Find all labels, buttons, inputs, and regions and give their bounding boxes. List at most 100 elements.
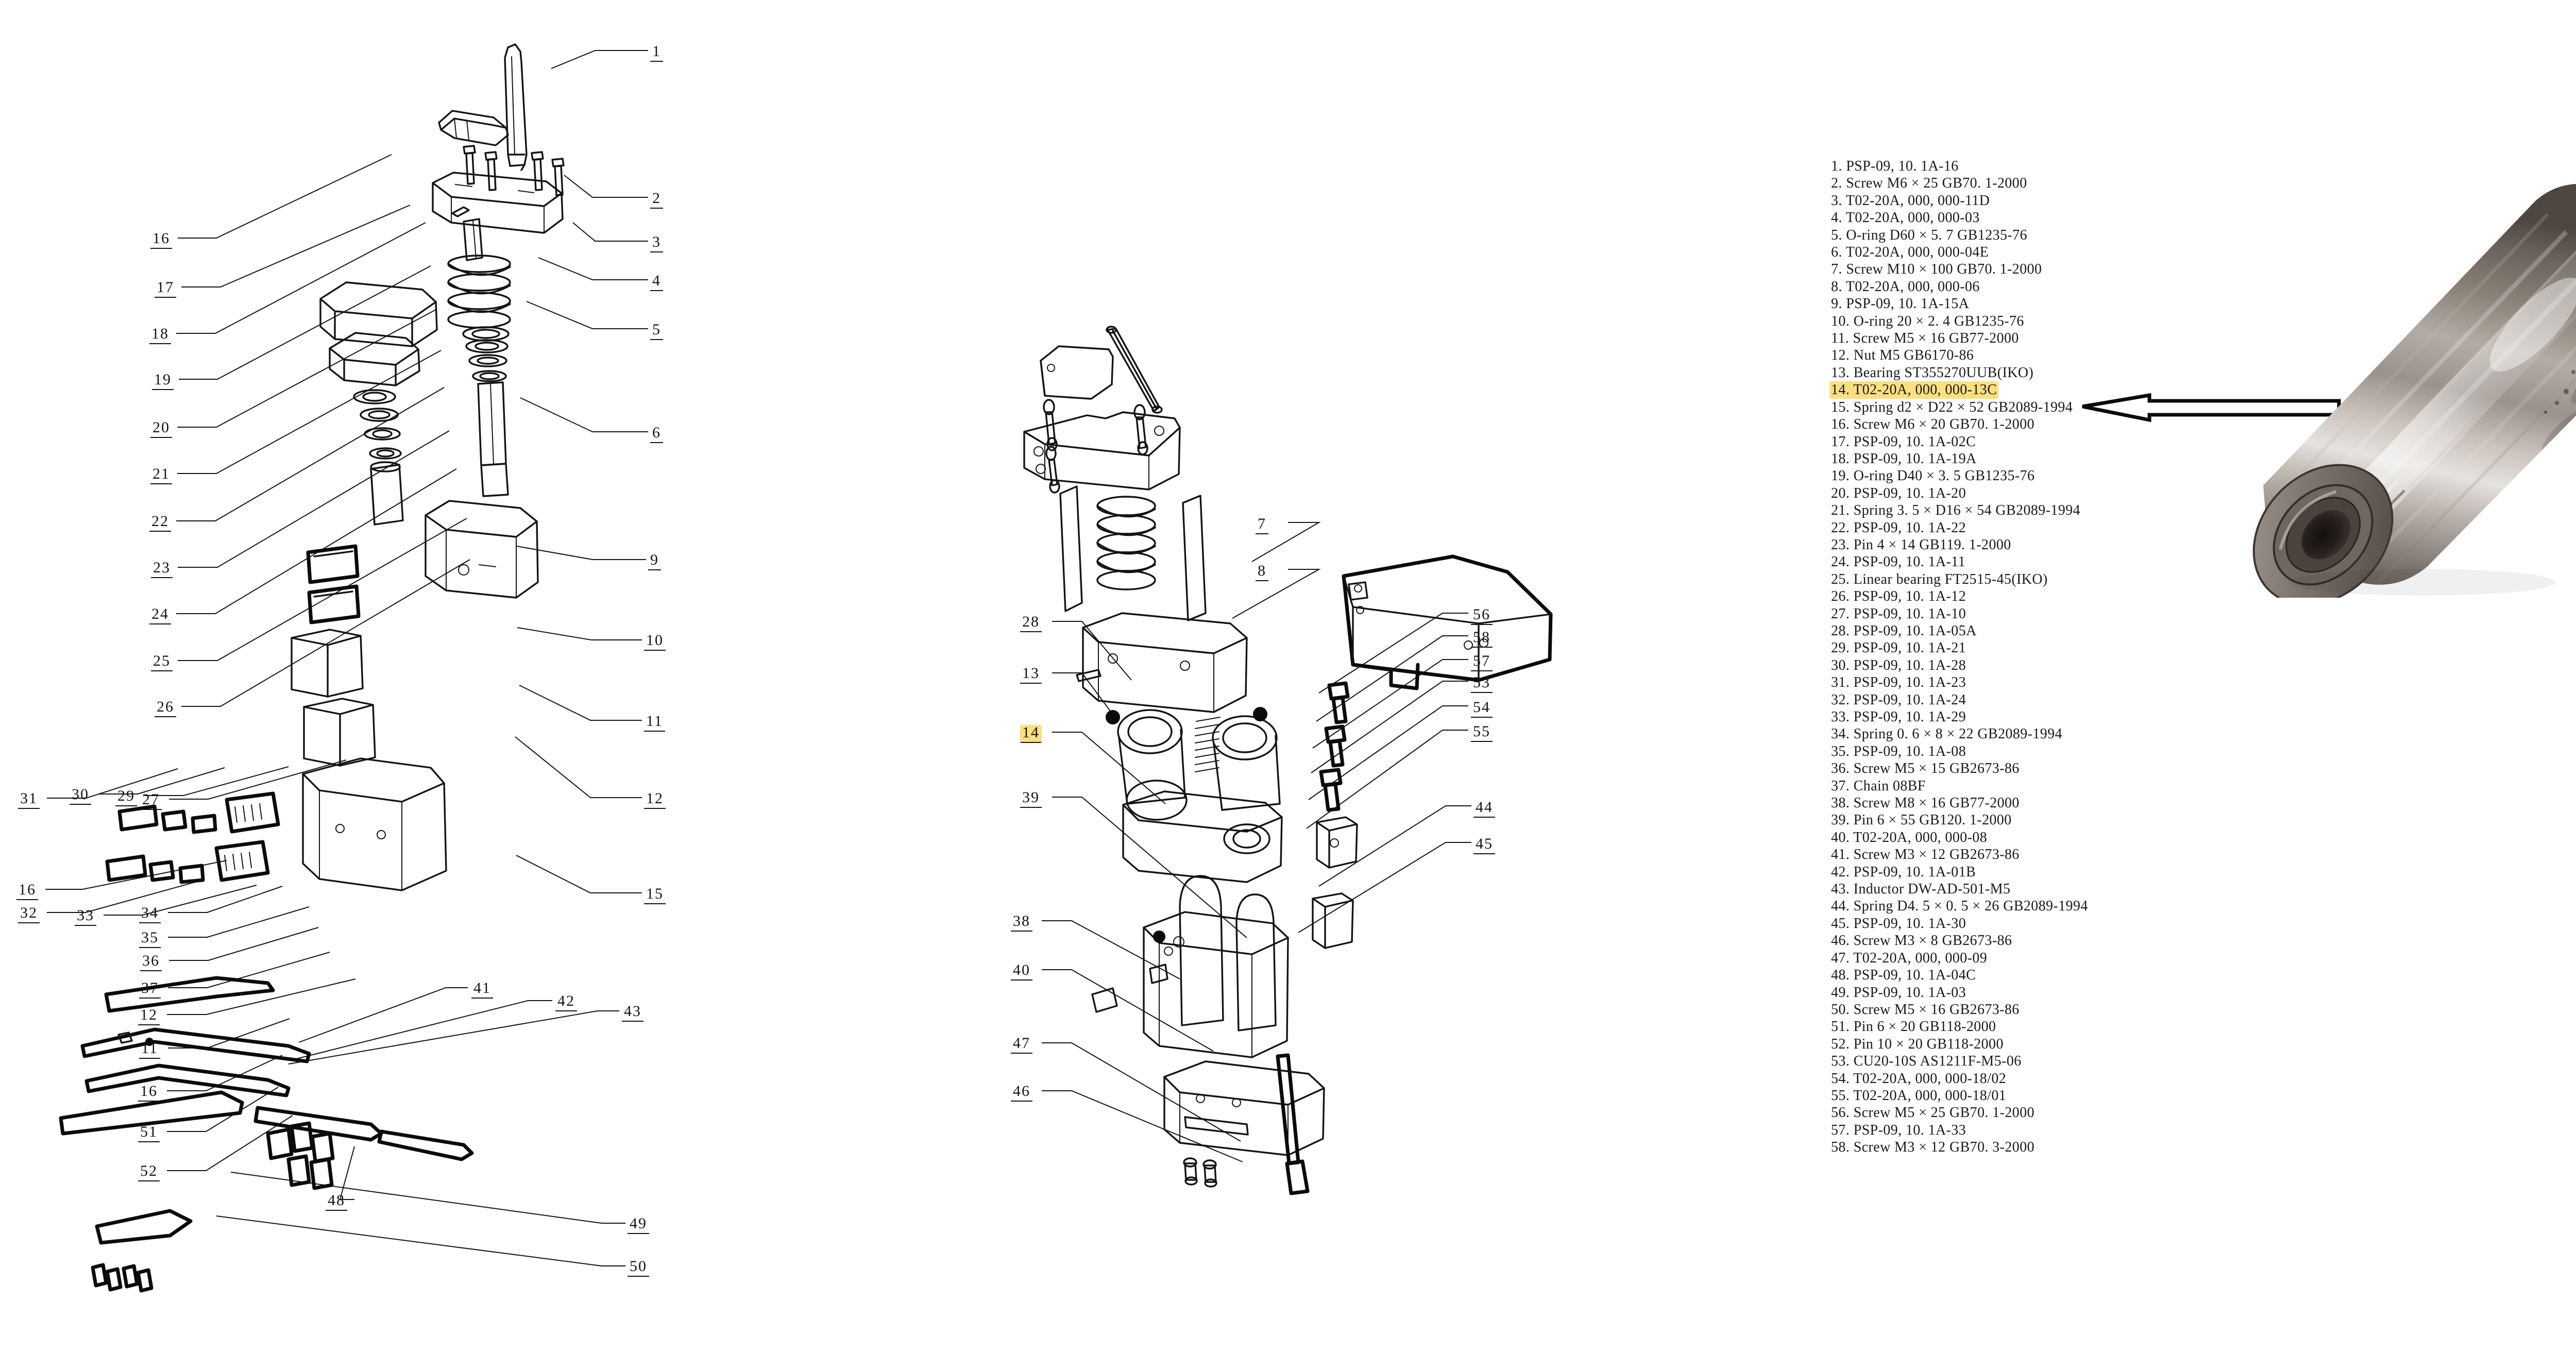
callout-42: 42 [555, 993, 577, 1011]
callout-11-lower: 11 [139, 1041, 160, 1059]
callout-48: 48 [326, 1193, 347, 1211]
parts-list-item: 45. PSP-09, 10. 1A-30 [1831, 915, 1966, 932]
cylindrical-pin-photo [2252, 183, 2576, 598]
parts-list-item: 12. Nut M5 GB6170-86 [1831, 347, 1974, 364]
parts-list-item: 42. PSP-09, 10. 1A-01B [1831, 864, 1976, 880]
callout-c45: 45 [1473, 836, 1495, 854]
callout-17: 17 [155, 280, 176, 298]
parts-list-item: 2. Screw M6 × 25 GB70. 1-2000 [1831, 175, 2027, 192]
callout-18: 18 [149, 326, 171, 344]
parts-list-item: 30. PSP-09, 10. 1A-28 [1831, 657, 1966, 673]
callout-36: 36 [140, 953, 162, 971]
parts-list-item: 44. Spring D4. 5 × 0. 5 × 26 GB2089-1994 [1831, 898, 2088, 915]
parts-list-item: 35. PSP-09, 10. 1A-08 [1831, 743, 1966, 759]
parts-list-item: 17. PSP-09, 10. 1A-02C [1831, 433, 1976, 450]
parts-list-item: 38. Screw M8 × 16 GB77-2000 [1831, 795, 2020, 812]
callout-9: 9 [648, 552, 661, 570]
parts-list-item: 1. PSP-09, 10. 1A-16 [1831, 158, 1959, 174]
callout-c7: 7 [1256, 516, 1268, 534]
parts-list-item: 23. Pin 4 × 14 GB119. 1-2000 [1831, 536, 2011, 553]
callout-30: 30 [70, 787, 91, 805]
callout-c40: 40 [1011, 962, 1032, 981]
callout-c57: 57 [1471, 653, 1493, 671]
parts-list-item: 27. PSP-09, 10. 1A-10 [1831, 605, 1966, 622]
parts-list-item: 37. Chain 08BF [1831, 778, 1926, 794]
parts-list-item: 9. PSP-09, 10. 1A-15A [1831, 296, 1970, 312]
parts-list-item: 18. PSP-09, 10. 1A-19A [1831, 450, 1977, 467]
callout-c14-highlighted: 14 [1020, 725, 1042, 743]
parts-list-item: 6. T02-20A, 000, 000-04E [1831, 244, 1989, 261]
callout-5: 5 [650, 322, 663, 340]
parts-list-item: 34. Spring 0. 6 × 8 × 22 GB2089-1994 [1831, 726, 2062, 742]
parts-list-item: 16. Screw M6 × 20 GB70. 1-2000 [1831, 416, 2035, 433]
callout-26: 26 [155, 699, 176, 717]
callout-c39: 39 [1020, 790, 1042, 808]
callout-16-bottom: 16 [138, 1084, 160, 1102]
parts-list-item: 48. PSP-09, 10. 1A-04C [1831, 967, 1976, 984]
callout-12-lower: 12 [138, 1007, 160, 1025]
parts-list-item: 51. Pin 6 × 20 GB118-2000 [1831, 1019, 1996, 1035]
parts-list-item: 54. T02-20A, 000, 000-18/02 [1831, 1070, 2007, 1087]
callout-2: 2 [650, 191, 663, 209]
callout-23: 23 [151, 560, 173, 578]
callout-41: 41 [471, 981, 493, 999]
callout-1: 1 [650, 44, 663, 62]
callout-50: 50 [628, 1259, 649, 1277]
parts-list: 1. PSP-09, 10. 1A-16 2. Screw M6 × 25 GB… [1829, 158, 2221, 1156]
parts-list-item: 5. O-ring D60 × 5. 7 GB1235-76 [1831, 227, 2027, 243]
parts-list-item: 32. PSP-09, 10. 1A-24 [1831, 691, 1966, 708]
parts-list-item: 25. Linear bearing FT2515-45(IKO) [1831, 571, 2048, 587]
callout-c55: 55 [1471, 724, 1493, 742]
parts-list-item: 7. Screw M10 × 100 GB70. 1-2000 [1831, 261, 2042, 278]
callout-c8: 8 [1256, 563, 1268, 581]
parts-list-item: 3. T02-20A, 000, 000-11D [1831, 192, 1990, 209]
callout-c38: 38 [1011, 914, 1032, 932]
callout-37: 37 [139, 981, 161, 999]
parts-list-item: 11. Screw M5 × 16 GB77-2000 [1831, 330, 2019, 347]
parts-list-item: 4. T02-20A, 000, 000-03 [1831, 210, 1980, 226]
parts-list-item: 20. PSP-09, 10. 1A-20 [1831, 485, 1966, 501]
left-diagram-artwork [45, 43, 648, 1293]
callout-16-lower: 16 [16, 882, 38, 900]
parts-list-item: 29. PSP-09, 10. 1A-21 [1831, 640, 1966, 656]
parts-list-item: 26. PSP-09, 10. 1A-12 [1831, 588, 1966, 605]
callout-35: 35 [139, 930, 161, 948]
callout-21: 21 [150, 466, 172, 484]
specular-highlight [2307, 238, 2576, 565]
callout-33: 33 [75, 908, 96, 926]
callout-29: 29 [115, 788, 137, 806]
parts-list-item: 52. Pin 10 × 20 GB118-2000 [1831, 1036, 2004, 1052]
callout-10: 10 [644, 633, 666, 651]
callout-c47: 47 [1011, 1036, 1032, 1054]
callout-25: 25 [151, 653, 173, 671]
parts-list-item: 33. PSP-09, 10. 1A-29 [1831, 709, 1966, 725]
callout-24: 24 [149, 606, 171, 624]
parts-list-item: 49. PSP-09, 10. 1A-03 [1831, 984, 1966, 1001]
callout-c56: 56 [1471, 607, 1493, 625]
parts-list-item: 19. O-ring D40 × 3. 5 GB1235-76 [1831, 468, 2035, 484]
parts-list-item: 46. Screw M3 × 8 GB2673-86 [1831, 933, 2012, 949]
callout-3: 3 [650, 234, 663, 252]
parts-list-item: 56. Screw M5 × 25 GB70. 1-2000 [1831, 1105, 2035, 1121]
callout-52: 52 [138, 1163, 160, 1181]
callout-27: 27 [140, 792, 162, 810]
callout-c44: 44 [1473, 800, 1495, 818]
parts-list-item: 39. Pin 6 × 55 GB120. 1-2000 [1831, 812, 2012, 829]
parts-list-item: 15. Spring d2 × D22 × 52 GB2089-1994 [1831, 399, 2073, 415]
callout-c46: 46 [1011, 1084, 1032, 1102]
parts-list-item: 10. O-ring 20 × 2. 4 GB1235-76 [1831, 313, 2024, 329]
callout-11: 11 [644, 714, 665, 732]
parts-list-item: 13. Bearing ST355270UUB(IKO) [1831, 364, 2034, 381]
parts-list-item: 36. Screw M5 × 15 GB2673-86 [1831, 760, 2020, 777]
callout-4: 4 [650, 273, 663, 291]
parts-list-item: 57. PSP-09, 10. 1A-33 [1831, 1122, 1966, 1138]
callout-c54: 54 [1471, 700, 1493, 718]
parts-list-item: 22. PSP-09, 10. 1A-22 [1831, 519, 1966, 536]
pin-end-face [2252, 464, 2394, 598]
center-diagram-artwork [1023, 326, 1553, 1195]
callout-49: 49 [628, 1216, 649, 1234]
parts-list-item: 58. Screw M3 × 12 GB70. 3-2000 [1831, 1139, 2035, 1156]
parts-list-item: 24. PSP-09, 10. 1A-11 [1831, 554, 1965, 570]
callout-22: 22 [149, 514, 171, 532]
parts-list-item: 31. PSP-09, 10. 1A-23 [1831, 674, 1966, 691]
